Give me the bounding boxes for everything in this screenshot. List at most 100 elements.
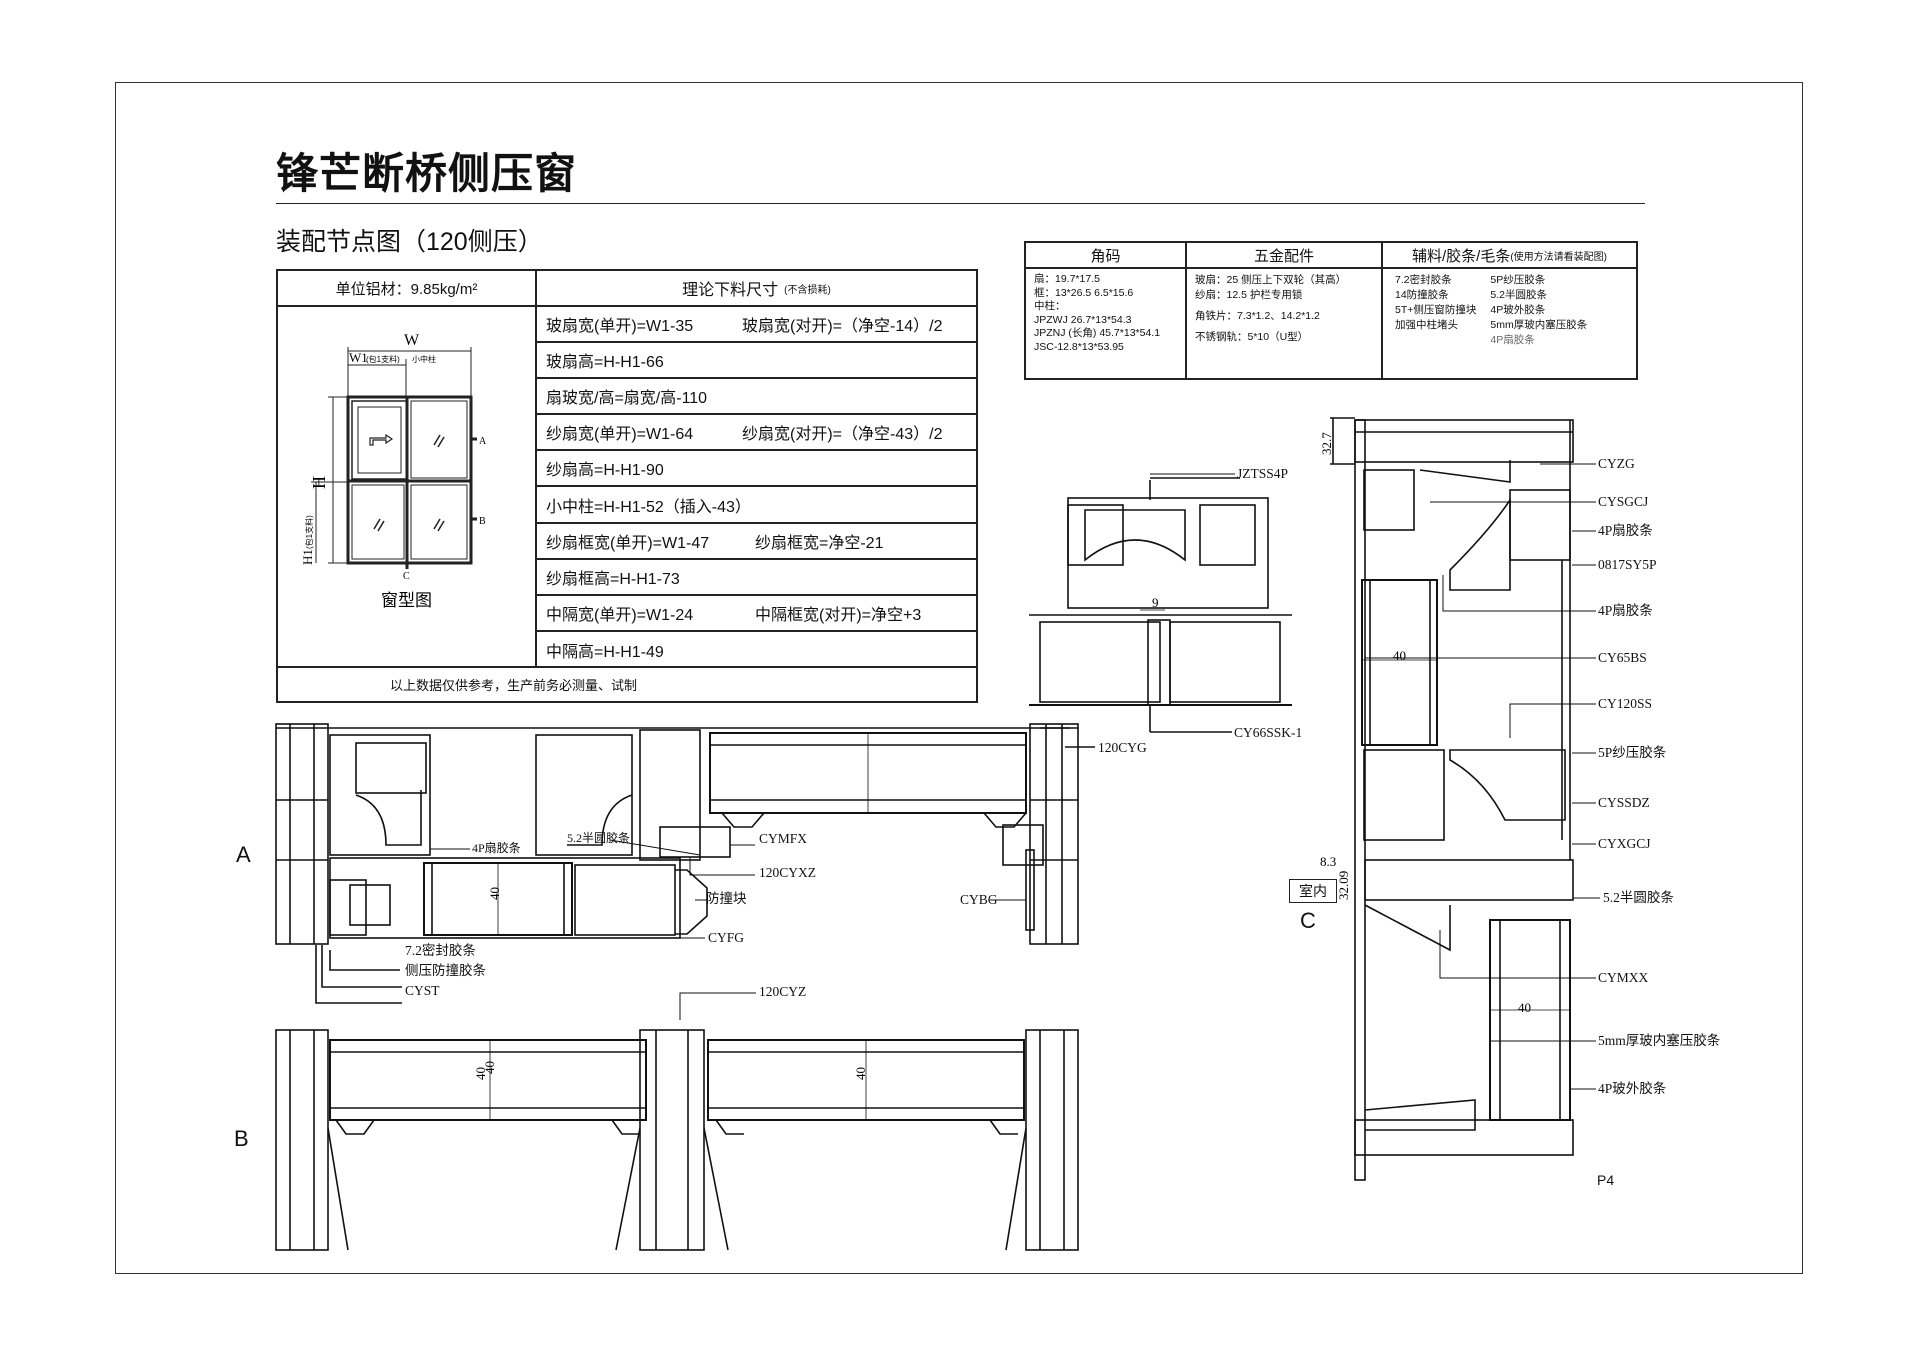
hardware-item: 纱扇：12.5 护栏专用锁 xyxy=(1195,289,1303,301)
callout-c-6: CY120SS xyxy=(1598,696,1653,711)
row-formula: 纱扇框宽(单开)=W1-47 xyxy=(546,534,710,552)
callout-bumper: 防撞块 xyxy=(706,891,747,906)
callout-c-4: 4P扇胶条 xyxy=(1598,603,1653,618)
table-row: 纱扇宽(单开)=W1-64 纱扇宽(对开)=（净空-43）/2 xyxy=(537,415,976,452)
cutting-size-rows: 玻扇宽(单开)=W1-35 玻扇宽(对开)=（净空-14）/2 玻扇高=H-H1-… xyxy=(537,307,976,668)
table-row: 纱扇框高=H-H1-73 xyxy=(537,560,976,596)
row-formula-alt: 玻扇宽(对开)=（净空-14）/2 xyxy=(742,318,943,336)
callout-c-5: CY65BS xyxy=(1598,650,1647,665)
dim-w1-note: (包1支料) xyxy=(366,354,400,364)
window-type-diagram: W W1 (包1支料) 小中柱 H H1 (包1支料) A B C 窗型图 xyxy=(278,307,537,668)
aux-item: 4P扇胶条 xyxy=(1490,334,1535,346)
dim-label: 32.09 xyxy=(1336,871,1351,900)
callout-c-1: CYSGCJ xyxy=(1598,494,1649,509)
hardware-item: 角铁片：7.3*1.2、14.2*1.2 xyxy=(1195,310,1320,322)
callout-c-9: CYXGCJ xyxy=(1598,836,1651,851)
callout-c-10: 5.2半圆胶条 xyxy=(1603,890,1674,905)
section-c-leaders xyxy=(1365,463,1600,1090)
hardware-header: 五金配件 xyxy=(1187,243,1381,269)
section-a-leaders xyxy=(430,746,1095,1020)
callout-jztss4p: JZTSS4P xyxy=(1237,466,1289,481)
callout-cymfx: CYMFX xyxy=(759,831,808,846)
aux-item: 5T+侧压窗防撞块 xyxy=(1395,304,1477,316)
corner-item: JPZWJ 26.7*13*54.3 xyxy=(1034,313,1132,326)
callout-c-13: 4P玻外胶条 xyxy=(1598,1081,1667,1096)
corner-item: 中柱： xyxy=(1034,300,1066,312)
dim-h1-note: (包1支料) xyxy=(304,515,314,549)
section-marker-a: A xyxy=(236,842,251,867)
auxiliary-header-note: (使用方法请看装配图) xyxy=(1510,251,1607,263)
page-title: 锋芒断桥侧压窗 xyxy=(276,150,578,197)
window-diagram-svg: W W1 (包1支料) 小中柱 H H1 (包1支料) A B C 窗型图 xyxy=(300,332,487,610)
dim-label: 40 xyxy=(487,887,502,900)
aux-item: 14防撞胶条 xyxy=(1395,289,1449,301)
auxiliary-header-title: 辅料/胶条/毛条 xyxy=(1411,247,1511,265)
callout-c-12: 5mm厚玻内塞压胶条 xyxy=(1598,1033,1721,1048)
cutting-size-title: 理论下料尺寸 xyxy=(682,282,779,299)
row-formula: 小中柱=H-H1-52（插入-43） xyxy=(546,498,751,516)
title-divider xyxy=(276,203,1645,204)
callout-c-3: 0817SY5P xyxy=(1598,557,1657,572)
dim-label: 40 xyxy=(853,1067,868,1080)
corner-item: 框：13*26.5 6.5*15.6 xyxy=(1034,286,1134,299)
corner-item: JPZNJ (长角) 45.7*13*54.1 xyxy=(1034,327,1161,339)
mullion-label: 小中柱 xyxy=(412,354,436,364)
section-a-drawing xyxy=(275,723,1095,1004)
callout-cy66ssk: CY66SSK-1 xyxy=(1234,725,1303,740)
callout-120cyxz: 120CYXZ xyxy=(759,865,816,880)
table-row: 玻扇宽(单开)=W1-35 玻扇宽(对开)=（净空-14）/2 xyxy=(537,307,976,344)
row-formula: 玻扇高=H-H1-66 xyxy=(546,354,664,372)
table-row: 玻扇高=H-H1-66 xyxy=(537,343,976,380)
dim-label: 40 xyxy=(1393,648,1406,663)
callout-c-2: 4P扇胶条 xyxy=(1598,523,1653,538)
callout-cyfg: CYFG xyxy=(708,930,745,945)
page-border xyxy=(115,82,1803,1274)
section-marker-b: B xyxy=(479,516,486,527)
callout-c-11: CYMXX xyxy=(1598,970,1649,985)
section-marker-b: B xyxy=(234,1126,249,1151)
callout-c-7: 5P纱压胶条 xyxy=(1598,745,1667,760)
row-formula: 纱扇框高=H-H1-73 xyxy=(546,570,680,588)
indoor-label: 室内 xyxy=(1289,879,1337,903)
hardware-column: 五金配件 玻扇：25 侧压上下双轮（其高） 纱扇：12.5 护栏专用锁 角铁片：… xyxy=(1187,243,1383,378)
callout-120cyz: 120CYZ xyxy=(759,984,807,999)
cutting-size-table: 单位铝材：9.85kg/m² 理论下料尺寸 (不含损耗) xyxy=(276,269,978,703)
row-formula-alt: 中隔框宽(对开)=净空+3 xyxy=(755,606,922,624)
aux-item: 5.2半圆胶条 xyxy=(1490,289,1547,301)
callout-c-8: CYSSDZ xyxy=(1598,795,1650,810)
aux-item: 7.2密封胶条 xyxy=(1395,274,1452,286)
callout-120cyg: 120CYG xyxy=(1098,740,1147,755)
row-formula: 扇玻宽/高=扇宽/高-110 xyxy=(546,390,708,408)
callout-side-bumper-gasket: 侧压防撞胶条 xyxy=(405,963,486,978)
dim-label: 8.3 xyxy=(1320,854,1336,869)
table-row: 小中柱=H-H1-52（插入-43） xyxy=(537,487,976,524)
row-formula-alt: 纱扇宽(对开)=（净空-43）/2 xyxy=(742,426,943,444)
auxiliary-header: 辅料/胶条/毛条(使用方法请看装配图) xyxy=(1383,243,1636,269)
dim-label: 9 xyxy=(1152,595,1159,610)
row-formula: 纱扇宽(单开)=W1-64 xyxy=(546,426,694,444)
dim-label: 32.7 xyxy=(1319,432,1334,455)
row-formula: 中隔宽(单开)=W1-24 xyxy=(546,606,694,624)
dim-w1: W1 xyxy=(349,350,368,365)
corner-header: 角码 xyxy=(1026,243,1185,269)
table-row: 中隔宽(单开)=W1-24 中隔框宽(对开)=净空+3 xyxy=(537,596,976,632)
cutting-size-header: 理论下料尺寸 (不含损耗) xyxy=(537,271,976,307)
callout-cyst: CYST xyxy=(405,983,440,998)
section-marker-c: C xyxy=(1300,908,1316,933)
dim-label: 40 xyxy=(482,1061,497,1074)
dim-label: 40 xyxy=(1518,1000,1531,1015)
table-row: 扇玻宽/高=扇宽/高-110 xyxy=(537,379,976,416)
row-formula: 纱扇高=H-H1-90 xyxy=(546,462,664,480)
row-formula: 中隔高=H-H1-49 xyxy=(546,643,664,661)
callout-cybg: CYBG xyxy=(960,892,998,907)
corner-item: JSC-12.8*13*53.95 xyxy=(1034,340,1124,353)
row-formula: 玻扇宽(单开)=W1-35 xyxy=(546,318,694,336)
aux-item: 5mm厚玻内塞压胶条 xyxy=(1490,319,1588,331)
dim-h1: H1 xyxy=(300,549,315,565)
table-row: 纱扇高=H-H1-90 xyxy=(537,451,976,488)
aux-item: 5P纱压胶条 xyxy=(1490,274,1546,286)
hardware-item: 玻扇：25 侧压上下双轮（其高） xyxy=(1195,274,1347,286)
auxiliary-column: 辅料/胶条/毛条(使用方法请看装配图) 7.2密封胶条 14防撞胶条 5T+侧压… xyxy=(1383,243,1636,378)
